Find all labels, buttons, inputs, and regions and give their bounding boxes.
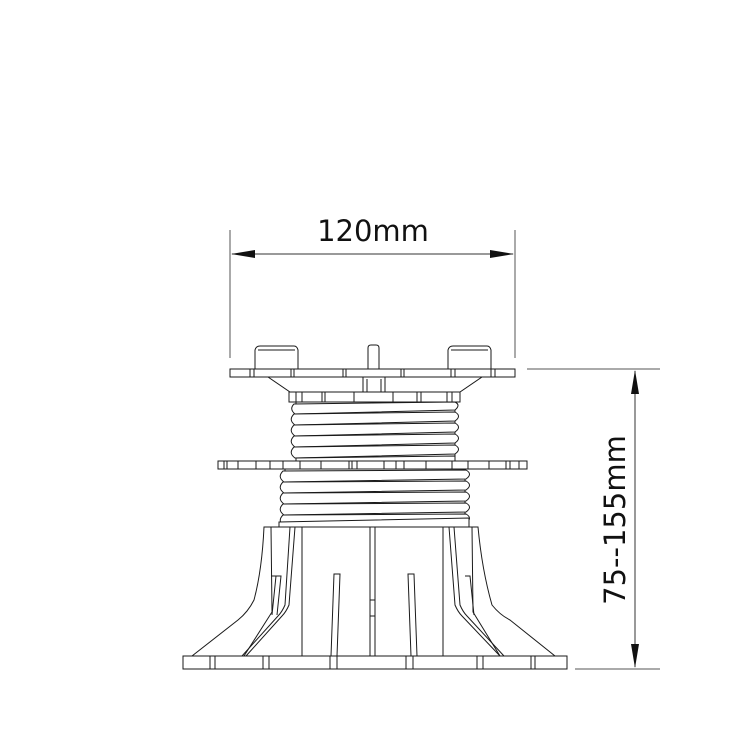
height-arrow-top-icon xyxy=(631,370,639,394)
lower-thread xyxy=(278,468,470,528)
locking-ring-plate xyxy=(217,460,528,470)
locking-ring xyxy=(217,460,528,470)
pedestal-head xyxy=(229,344,516,403)
pedestal xyxy=(182,344,568,670)
height-dimension: 75--155mm xyxy=(527,368,660,670)
head-plate xyxy=(229,368,516,378)
height-dimension-label: 75--155mm xyxy=(598,435,632,605)
base-body xyxy=(190,526,557,657)
width-arrow-left-icon xyxy=(231,250,255,258)
width-arrow-right-icon xyxy=(490,250,514,258)
pedestal-base xyxy=(182,526,568,670)
upper-thread xyxy=(290,401,459,463)
base-plate xyxy=(182,655,568,670)
height-arrow-bottom-icon xyxy=(631,644,639,668)
spacer-tab-left xyxy=(254,345,299,369)
width-dimension-label: 120mm xyxy=(317,214,429,248)
spacer-tab-center xyxy=(367,344,380,369)
head-collar xyxy=(288,391,461,403)
spacer-tab-right xyxy=(447,345,492,369)
width-dimension: 120mm xyxy=(229,214,516,358)
